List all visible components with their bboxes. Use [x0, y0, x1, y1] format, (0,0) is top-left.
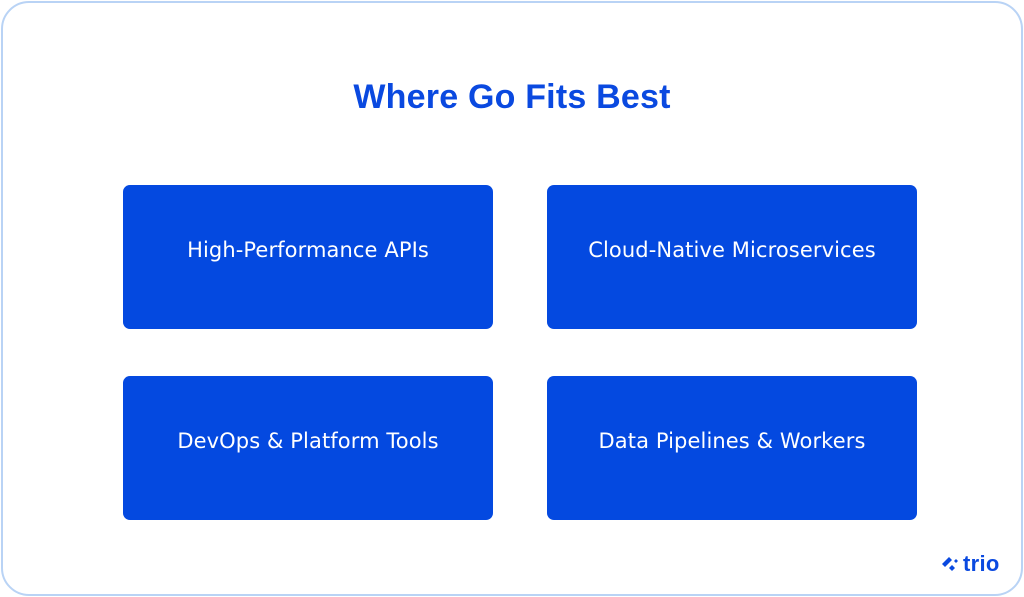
trio-logo-icon	[942, 557, 958, 571]
card-label: DevOps & Platform Tools	[177, 429, 439, 453]
card-label: High-Performance APIs	[187, 238, 429, 262]
card-devops-platform-tools: DevOps & Platform Tools	[123, 376, 493, 520]
card-data-pipelines-workers: Data Pipelines & Workers	[547, 376, 917, 520]
card-label: Cloud-Native Microservices	[588, 238, 876, 262]
card-cloud-native-microservices: Cloud-Native Microservices	[547, 185, 917, 329]
trio-logo: trio	[940, 551, 1000, 577]
page-title: Where Go Fits Best	[353, 78, 671, 116]
logo-text: trio	[963, 551, 1000, 576]
card-high-performance-apis: High-Performance APIs	[123, 185, 493, 329]
card-label: Data Pipelines & Workers	[598, 429, 866, 453]
